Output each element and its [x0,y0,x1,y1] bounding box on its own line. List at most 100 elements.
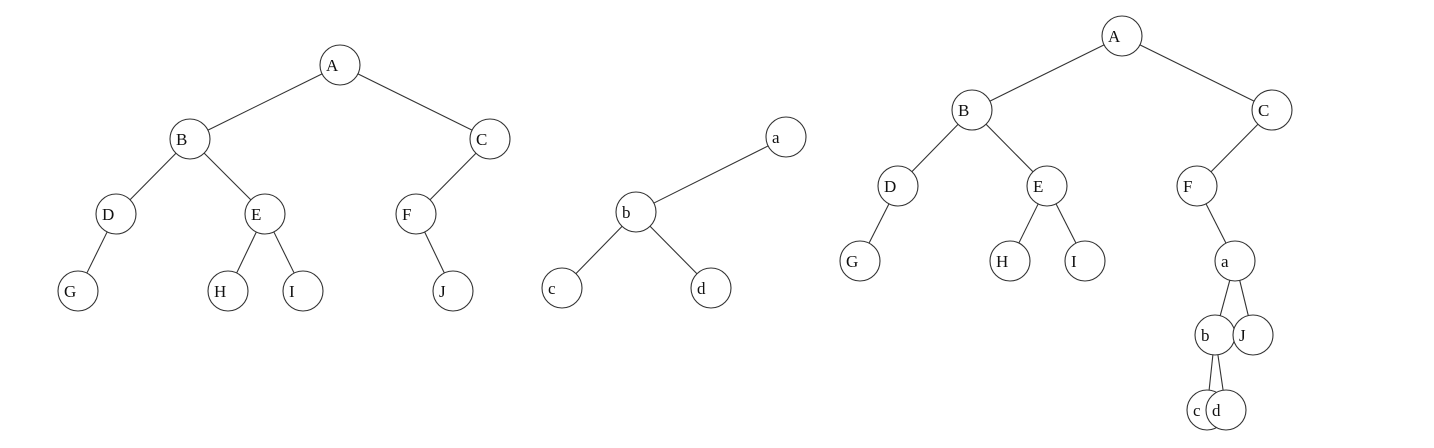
node-label: F [402,205,411,224]
tree-1: A B C D E F G H I J [57,44,511,312]
node-B: B [169,118,211,160]
node-A: A [319,44,361,86]
node-b: b [1194,314,1236,356]
edge-D-G [86,231,108,274]
node-d: d [690,267,732,309]
node-label: I [289,282,295,301]
node-circle [395,193,437,235]
node-label: d [697,279,706,298]
node-label: b [622,203,631,222]
node-circle [989,240,1031,282]
node-label: H [996,252,1008,271]
node-J: J [1232,314,1274,356]
node-circle [282,270,324,312]
node-G: G [57,270,99,312]
node-label: D [884,177,896,196]
node-circle [1026,165,1068,207]
node-label: H [214,282,226,301]
edge-A-B [207,73,323,131]
node-label: J [1239,326,1246,345]
node-label: C [1258,101,1269,120]
node-circle [1205,389,1247,431]
edge-E-I [1055,203,1077,244]
node-a: a [1214,240,1256,282]
node-label: d [1212,401,1221,420]
node-label: c [548,279,556,298]
node-F: F [395,193,437,235]
node-circle [469,118,511,160]
node-circle [244,193,286,235]
node-E: E [1026,165,1068,207]
edge-B-D [911,123,959,173]
node-B: B [951,89,993,131]
edge-F-a [1205,203,1227,244]
node-c: c [541,267,583,309]
edge-b-c [575,225,623,275]
node-label: F [1183,177,1192,196]
node-label: A [326,56,339,75]
node-circle [95,193,137,235]
node-circle [1176,165,1218,207]
node-I: I [282,270,324,312]
node-circle [839,240,881,282]
node-circle [765,116,807,158]
node-E: E [244,193,286,235]
node-label: b [1201,326,1210,345]
node-label: E [251,205,261,224]
node-F: F [1176,165,1218,207]
node-a: a [765,116,807,158]
node-b: b [615,191,657,233]
node-circle [1214,240,1256,282]
edge-A-B [989,44,1105,102]
node-label: B [958,101,969,120]
edge-A-C [1139,44,1255,102]
node-H: H [207,270,249,312]
node-A: A [1101,15,1143,57]
node-label: a [772,128,780,147]
node-D: D [877,165,919,207]
node-circle [207,270,249,312]
edge-a-J [1239,280,1249,316]
node-circle [169,118,211,160]
edge-a-b [653,145,769,204]
node-circle [877,165,919,207]
edge-b-d [1217,354,1224,391]
edge-D-G [868,203,890,244]
node-label: B [176,130,187,149]
edge-B-E [203,152,252,201]
node-C: C [469,118,511,160]
edge-F-J [424,231,445,274]
node-D: D [95,193,137,235]
node-circle [1064,240,1106,282]
node-label: I [1071,252,1077,271]
node-circle [432,270,474,312]
edge-b-d [649,225,698,275]
edge-b-c [1208,354,1214,391]
node-circle [951,89,993,131]
edge-B-E [985,123,1034,173]
node-G: G [839,240,881,282]
edge-C-F [429,152,477,201]
node-circle [1232,314,1274,356]
node-label: G [64,282,76,301]
node-circle [319,44,361,86]
node-label: a [1221,252,1229,271]
edge-A-C [357,73,473,131]
node-circle [690,267,732,309]
edge-E-H [1018,203,1039,244]
edge-B-D [129,152,177,201]
tree-2: a b c d [541,116,807,309]
node-circle [1251,89,1293,131]
node-label: J [439,282,446,301]
node-circle [1101,15,1143,57]
node-circle [541,267,583,309]
node-label: E [1033,177,1043,196]
node-label: D [102,205,114,224]
node-label: G [846,252,858,271]
node-label: C [476,130,487,149]
node-label: c [1193,401,1201,420]
edge-E-H [236,231,257,274]
edge-E-I [273,231,295,274]
